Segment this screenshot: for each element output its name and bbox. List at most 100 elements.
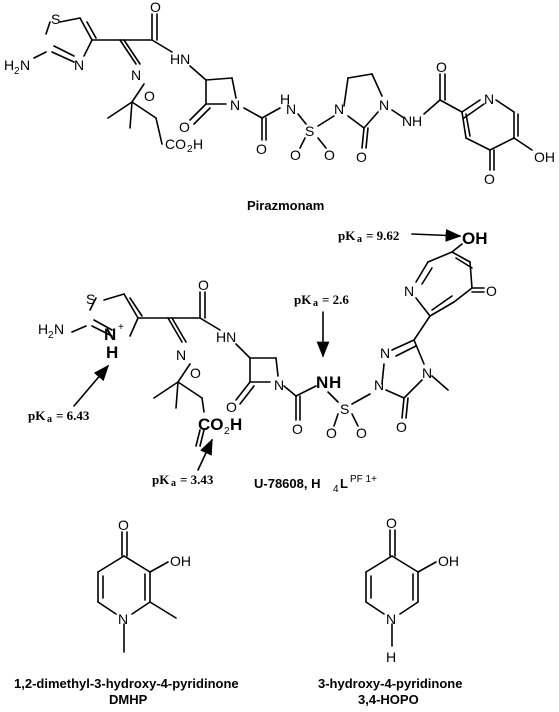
- u78608-carboxyl-subscript: 2: [224, 426, 230, 437]
- u78608-amine-subscript: 2: [48, 330, 54, 341]
- u78608-triazole-oxygen: O: [396, 419, 407, 435]
- pirazmonam-ring-oxygen: O: [356, 149, 367, 165]
- u78608-amine-n: N: [54, 321, 64, 337]
- pirazmonam-thiazole-ring: [33, 17, 97, 63]
- pirazmonam-caption: Pirazmonam: [247, 198, 324, 213]
- u78608-triazole-n1: N: [374, 377, 384, 393]
- pka-nh-value: = 2.6: [322, 292, 349, 307]
- pka-oh-annotation: pK a = 9.62: [338, 228, 462, 245]
- dmhp-caption-line2: DMHP: [109, 692, 148, 707]
- hopo-caption-line1: 3-hydroxy-4-pyridinone: [318, 676, 462, 691]
- hopo-hydroxyl: OH: [438, 553, 459, 569]
- pirazmonam-beta-lactam: [189, 65, 281, 141]
- pirazmonam-amine-subscript: 2: [14, 66, 20, 77]
- u78608-sulfur-atom: S: [86, 291, 95, 307]
- pirazmonam-oxime-chain: [91, 13, 173, 145]
- pka-amine-annotation: pK a = 6.43: [28, 364, 110, 425]
- pirazmonam-structure: S N H 2 N O N O CO 2 H HN: [4, 0, 555, 213]
- pka-amine-arrow: [73, 364, 110, 407]
- u78608-caption-main: U-78608, H: [254, 476, 320, 491]
- dmhp-hydroxyl: OH: [170, 553, 191, 569]
- dmhp-carbonyl-oxygen: O: [118, 517, 129, 533]
- dmhp-caption-line1: 1,2-dimethyl-3-hydroxy-4-pyridinone: [14, 676, 239, 691]
- pirazmonam-pyridine-nitrogen: N: [484, 91, 494, 107]
- pirazmonam-carboxyl-subscript: 2: [187, 144, 193, 155]
- u78608-sulfonyl-h: H: [329, 373, 341, 392]
- pka-acid-arrow: [197, 438, 213, 471]
- pirazmonam-pyridinone-oxygen: O: [484, 171, 495, 187]
- u78608-amide-nh: HN: [216, 329, 236, 345]
- u78608-pyridine-nitrogen: N: [404, 283, 414, 299]
- u78608-caption-sub4: 4: [333, 484, 339, 495]
- u78608-caption-sup: PF 1+: [350, 474, 377, 485]
- u78608-lactam-oxygen: O: [226, 399, 237, 415]
- u78608-carboxyl-h: H: [230, 415, 242, 434]
- pirazmonam-ring-nitrogen-2: N: [379, 97, 389, 113]
- dmhp-ring-nitrogen: N: [118, 611, 128, 627]
- u78608-pyridinone-oxygen: O: [486, 283, 497, 299]
- hopo-structure: O OH N H 3-hydroxy-4-pyridinone 3,4-HOPO: [318, 515, 462, 707]
- u78608-urea-oxygen: O: [292, 421, 303, 437]
- u78608-caption: U-78608, H 4 L PF 1+: [254, 474, 377, 495]
- pirazmonam-amine-n: N: [20, 57, 30, 73]
- u78608-lactam-nitrogen: N: [274, 377, 284, 393]
- u78608-thiazolium-charge: +: [118, 322, 124, 333]
- u78608-sulfonyl-group: [327, 391, 371, 427]
- pirazmonam-hydrazide-oxygen: O: [436, 59, 447, 75]
- pirazmonam-ring-nitrogen-1: N: [334, 101, 344, 117]
- u78608-oxime-nitrogen: N: [176, 347, 186, 363]
- pirazmonam-sulfonyl-oxygen-1: O: [290, 147, 301, 163]
- pirazmonam-lactam-oxygen: O: [179, 119, 190, 135]
- u78608-oxime-oxygen: O: [190, 365, 201, 381]
- pka-acid-label: pK: [152, 472, 170, 487]
- pirazmonam-sulfur-sulfonyl: S: [305, 123, 314, 139]
- pka-oh-value: = 9.62: [366, 228, 399, 243]
- pirazmonam-urea-oxygen: O: [256, 141, 267, 157]
- hopo-ring-nh-hydrogen: H: [386, 649, 396, 665]
- pirazmonam-hydrazide-n: N: [402, 113, 412, 129]
- pirazmonam-amide-oxygen: O: [150, 0, 161, 15]
- pka-oh-subscript: a: [357, 234, 362, 245]
- u78608-triazole-n4: N: [422, 365, 432, 381]
- pirazmonam-imidazolidinone-ring: [343, 73, 405, 149]
- hopo-ring-nitrogen: N: [386, 611, 396, 627]
- pirazmonam-thiazole-nitrogen: N: [74, 57, 84, 73]
- pirazmonam-sulfur-atom: S: [51, 11, 60, 27]
- u78608-triazolone-ring: [381, 315, 449, 419]
- pirazmonam-amide-nh: HN: [170, 51, 190, 67]
- pka-oh-label: pK: [338, 228, 356, 243]
- pka-nh-annotation: pK a = 2.6: [294, 292, 349, 358]
- u78608-thiazolium-n: N: [104, 325, 116, 344]
- pirazmonam-hydrazide-h: H: [412, 113, 422, 129]
- pirazmonam-carboxyl-h: H: [193, 136, 203, 152]
- u78608-hydroxyl: OH: [462, 229, 488, 248]
- pka-acid-subscript: a: [171, 478, 176, 489]
- pka-amine-subscript: a: [47, 414, 52, 425]
- u78608-carboxyl-co: CO: [198, 415, 224, 434]
- pirazmonam-sulfonyl-n: N: [286, 101, 296, 117]
- u78608-sulfonyl-oxygen-1: O: [326, 425, 337, 441]
- u78608-caption-l: L: [340, 476, 348, 491]
- pirazmonam-pyridinone-ring: [423, 73, 533, 171]
- pirazmonam-oxime-nitrogen: N: [131, 67, 141, 83]
- u78608-amine-h: H: [38, 321, 48, 337]
- u78608-sulfur-sulfonyl: S: [340, 401, 349, 417]
- pka-oh-arrow: [411, 229, 462, 242]
- u78608-amide-oxygen: O: [198, 277, 209, 293]
- u78608-beta-lactam: [235, 343, 317, 421]
- dmhp-structure: O OH N 1,2-dimethyl-3-hydroxy-4-pyridino…: [14, 517, 239, 707]
- u78608-pyridinone-ring: [415, 243, 485, 317]
- u78608-structure: S H 2 N N + H O N O CO 2 H HN: [28, 228, 497, 495]
- pirazmonam-sulfonyl-oxygen-2: O: [324, 147, 335, 163]
- pka-amine-label: pK: [28, 408, 46, 423]
- u78608-triazole-n2: N: [380, 345, 390, 361]
- pka-amine-value: = 6.43: [56, 408, 90, 423]
- pka-nh-label: pK: [294, 292, 312, 307]
- pirazmonam-lactam-nitrogen: N: [230, 97, 240, 113]
- u78608-thiazolium-h: H: [106, 343, 118, 362]
- pka-acid-annotation: pK a = 3.43: [152, 438, 214, 489]
- pirazmonam-hydroxyl: OH: [534, 149, 555, 165]
- hopo-caption-line2: 3,4-HOPO: [358, 692, 419, 707]
- pirazmonam-oxime-oxygen: O: [144, 88, 155, 104]
